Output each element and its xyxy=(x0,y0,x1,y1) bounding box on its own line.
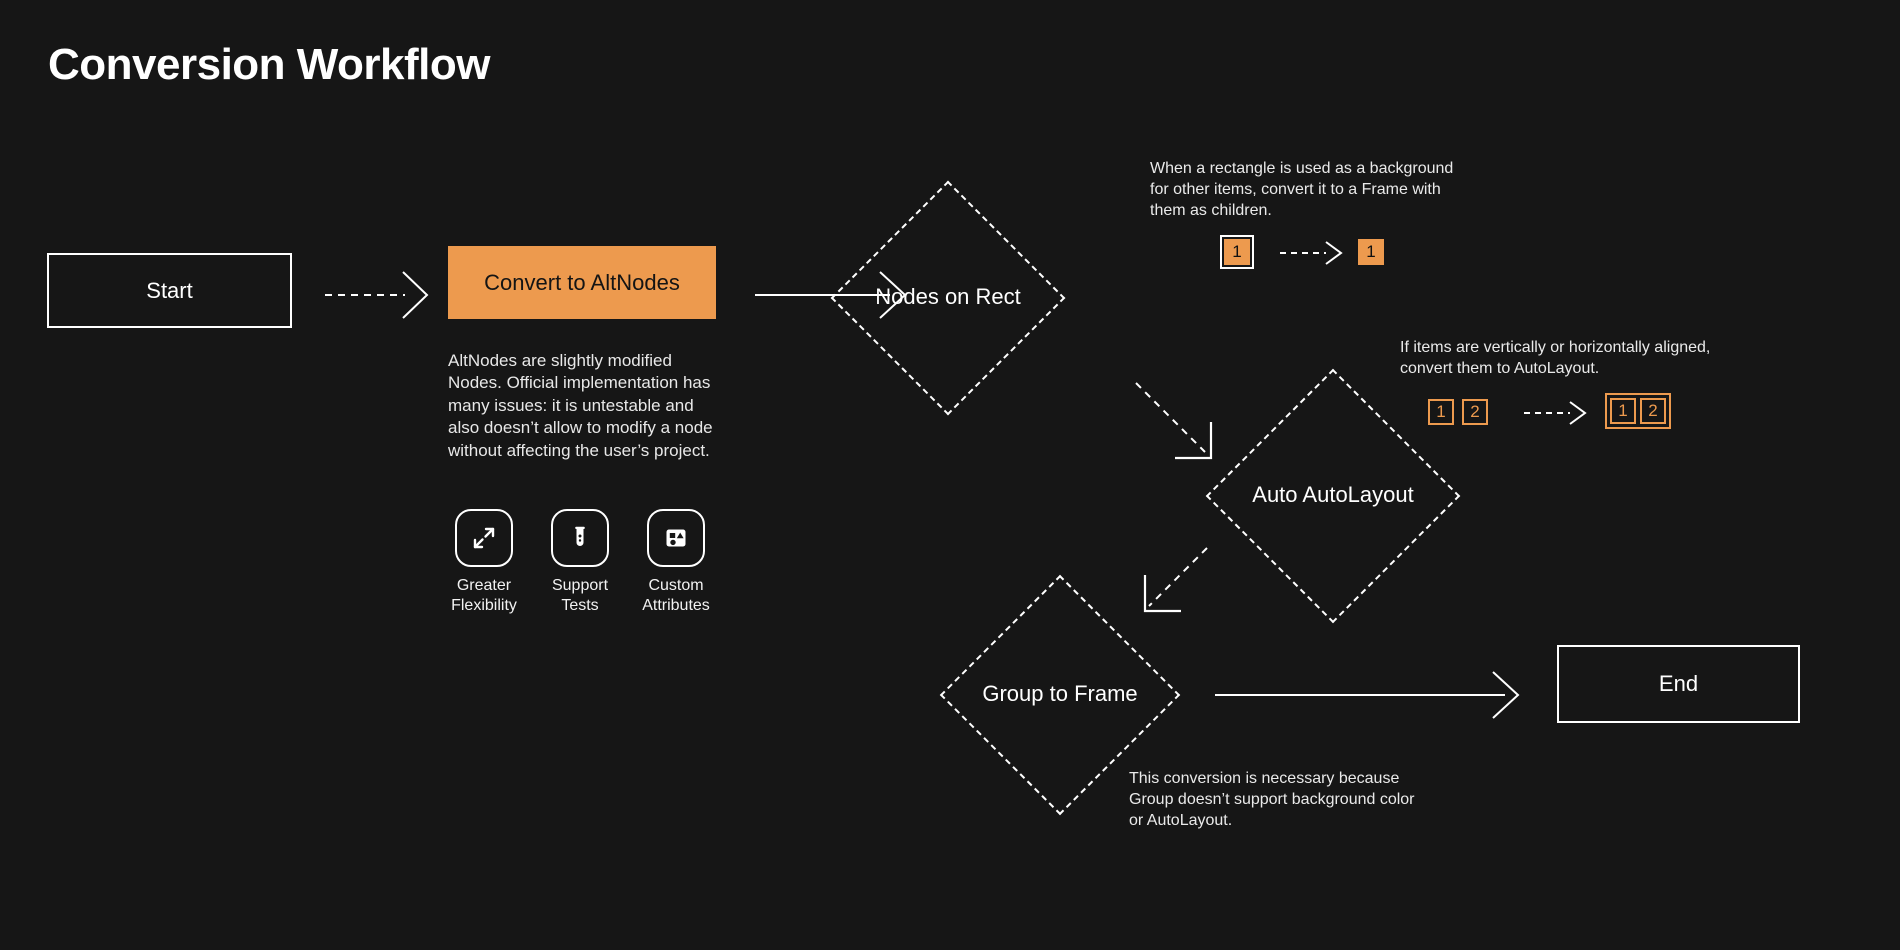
node-convert-to-altnodes[interactable]: Convert to AltNodes xyxy=(448,246,716,319)
badge-square: 2 xyxy=(1640,398,1666,424)
test-tube-icon xyxy=(551,509,609,567)
node-start-label: Start xyxy=(146,277,193,303)
node-nodes-on-rect-label: Nodes on Rect xyxy=(875,284,1021,309)
node-end-label: End xyxy=(1658,671,1699,696)
note-nodes-on-rect-arrow xyxy=(1280,241,1343,265)
badge-square: 1 xyxy=(1220,235,1254,269)
note-auto-autolayout: If items are vertically or horizontally … xyxy=(1400,339,1711,378)
expand-arrows-icon xyxy=(455,509,513,567)
page-title: Conversion Workflow xyxy=(48,40,490,89)
connector-convert-to-nodes-on-rect xyxy=(755,271,907,319)
feature-item-support-tests: Support Tests xyxy=(544,509,616,617)
badge-square: 1 xyxy=(1428,399,1454,425)
note-auto-autolayout-arrow xyxy=(1524,401,1587,425)
feature-label: Custom Attributes xyxy=(642,577,710,615)
connector-start-to-convert xyxy=(325,271,429,319)
connector-group-to-frame-to-end xyxy=(1215,671,1520,719)
feature-list: Greater Flexibility Support Tests xyxy=(448,509,728,617)
node-convert-label: Convert to AltNodes xyxy=(484,269,680,295)
node-auto-autolayout-label: Auto AutoLayout xyxy=(1252,482,1414,507)
connector-nodes-on-rect-to-auto-autolayout xyxy=(1135,382,1213,460)
feature-item-greater-flexibility: Greater Flexibility xyxy=(448,509,520,617)
feature-label: Support Tests xyxy=(551,577,609,615)
feature-label: Greater Flexibility xyxy=(451,577,517,615)
convert-description: AltNodes are slightly modified Nodes. Of… xyxy=(448,351,713,460)
node-group-to-frame-label: Group to Frame xyxy=(982,681,1138,706)
note-group-to-frame: This conversion is necessary because Gro… xyxy=(1129,770,1415,830)
node-end[interactable]: End xyxy=(1557,645,1800,723)
badge-square: 1 xyxy=(1610,398,1636,424)
badge-square: 2 xyxy=(1462,399,1488,425)
note-nodes-on-rect: When a rectangle is used as a background… xyxy=(1150,160,1454,220)
feature-item-custom-attributes: Custom Attributes xyxy=(640,509,712,617)
note-auto-autolayout-badges-after: 1 2 xyxy=(1605,393,1671,429)
connector-auto-autolayout-to-group-to-frame xyxy=(1143,547,1208,613)
badge-square: 1 xyxy=(1358,239,1384,265)
shapes-square-icon xyxy=(647,509,705,567)
note-auto-autolayout-badges-before: 1 2 xyxy=(1428,399,1488,425)
note-nodes-on-rect-badges-before: 1 xyxy=(1220,235,1254,269)
node-start[interactable]: Start xyxy=(47,253,292,328)
note-nodes-on-rect-badges-after: 1 xyxy=(1358,239,1384,265)
